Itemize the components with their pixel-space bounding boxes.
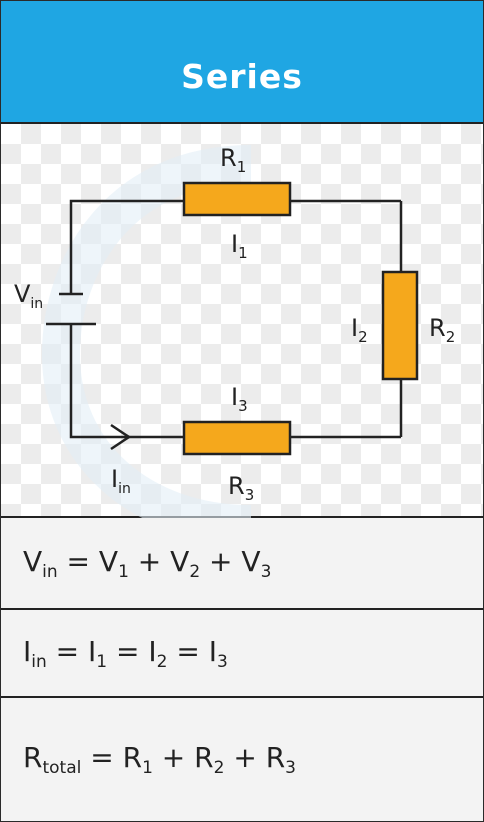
wire-bottom-left [69, 324, 184, 439]
label-iin: Iin [111, 465, 131, 497]
label-r3: R3 [228, 472, 254, 504]
header: Series [1, 1, 483, 124]
circuit-diagram-panel: R1 I1 Vin I2 R2 I3 Iin R3 [1, 124, 483, 543]
resistor-r3 [182, 420, 292, 456]
resistor-r2 [381, 270, 419, 381]
wire-top [69, 199, 184, 294]
resistance-equation-row: Rtotal = R1 + R2 + R3 [1, 698, 483, 821]
voltage-equation: Vin = V1 + V2 + V3 [23, 544, 272, 582]
voltage-equation-row: Vin = V1 + V2 + V3 [1, 518, 483, 610]
label-i1: I1 [231, 230, 248, 262]
label-vin: Vin [14, 280, 43, 312]
current-equation-row: Iin = I1 = I2 = I3 [1, 610, 483, 698]
page-title: Series [181, 57, 303, 96]
circuit-diagram: R1 I1 Vin I2 R2 I3 Iin R3 [14, 144, 455, 504]
label-i3: I3 [231, 383, 248, 415]
current-equation: Iin = I1 = I2 = I3 [23, 634, 228, 672]
current-arrow-icon [110, 423, 132, 451]
label-r1: R1 [220, 144, 246, 176]
circuit-wires [46, 199, 403, 451]
label-i2: I2 [351, 314, 368, 346]
resistance-equation: Rtotal = R1 + R2 + R3 [23, 741, 296, 778]
resistor-r1 [182, 181, 292, 217]
label-r2: R2 [429, 314, 455, 346]
